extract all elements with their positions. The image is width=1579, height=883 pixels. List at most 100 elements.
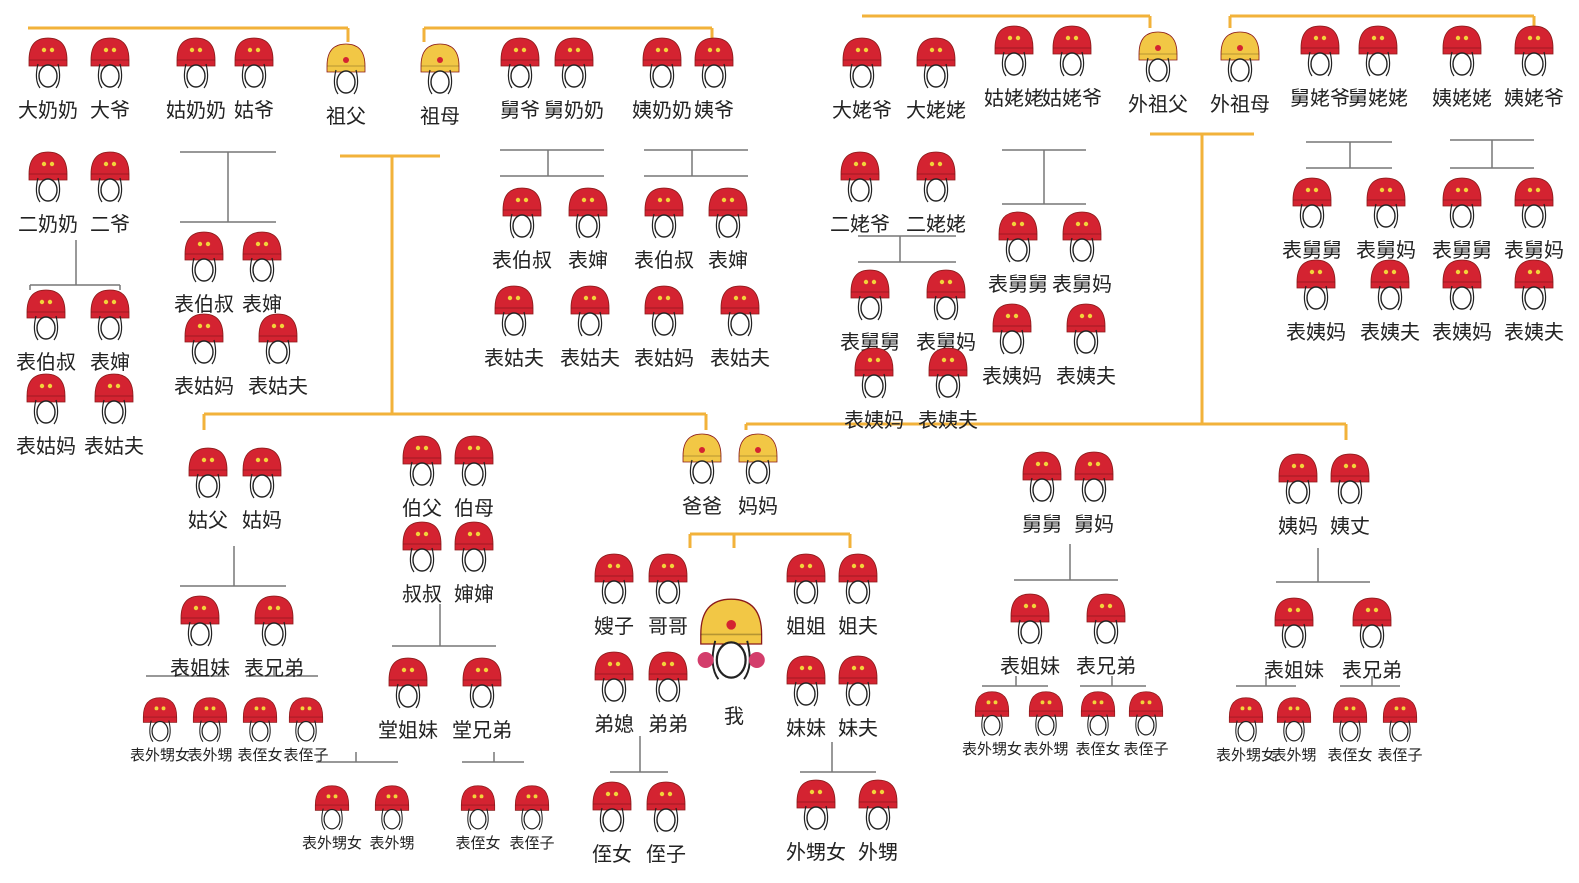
- person-label: 祖父: [296, 106, 396, 126]
- person-head-icon: [1050, 24, 1094, 80]
- person-head-icon: [191, 696, 230, 745]
- person-head-icon: [1079, 690, 1118, 739]
- person-head-icon: [182, 312, 226, 368]
- person-head-icon: [706, 186, 750, 242]
- person-label: 表侄子: [1096, 742, 1196, 757]
- person-label: 伯母: [424, 498, 524, 518]
- person-head-icon: [400, 434, 444, 490]
- person-label: 妹夫: [808, 718, 908, 738]
- person-label: 表侄子: [256, 748, 356, 763]
- person-head-icon: [696, 596, 772, 686]
- person-head-icon: [640, 36, 684, 92]
- person-head-icon: [182, 230, 226, 286]
- person-head-icon: [784, 654, 828, 710]
- person-head-icon: [1290, 176, 1334, 232]
- person-head-icon: [992, 24, 1036, 80]
- person-head-icon: [784, 552, 828, 608]
- person-label: 姨姥爷: [1484, 88, 1579, 108]
- person-label: 大爷: [60, 100, 160, 120]
- person-head-icon: [88, 288, 132, 344]
- person-head-icon: [186, 446, 230, 502]
- person-label: 表侄子: [1350, 748, 1450, 763]
- person-head-icon: [646, 650, 690, 706]
- person-label: 表婶: [212, 294, 312, 314]
- person-head-icon: [1020, 450, 1064, 506]
- person-head-icon: [840, 36, 884, 92]
- person-head-icon: [718, 284, 762, 340]
- person-head-icon: [500, 186, 544, 242]
- person-head-icon: [592, 650, 636, 706]
- person-head-icon: [1127, 690, 1166, 739]
- person-head-icon: [1331, 696, 1370, 745]
- person-head-icon: [1275, 696, 1314, 745]
- person-head-icon: [241, 696, 280, 745]
- person-head-icon: [852, 346, 896, 402]
- person-head-icon: [460, 656, 504, 712]
- person-label: 我: [684, 706, 784, 726]
- person-head-icon: [1440, 258, 1484, 314]
- person-head-icon: [848, 268, 892, 324]
- person-head-icon: [592, 552, 636, 608]
- person-head-icon: [794, 778, 838, 834]
- person-head-icon: [141, 696, 180, 745]
- person-head-icon: [1084, 592, 1128, 648]
- person-head-icon: [1512, 176, 1556, 232]
- person-label: 表兄弟: [224, 658, 324, 678]
- person-head-icon: [914, 36, 958, 92]
- person-head-icon: [644, 780, 688, 836]
- person-head-icon: [88, 36, 132, 92]
- person-head-icon: [232, 36, 276, 92]
- person-label: 二姥姥: [886, 214, 986, 234]
- person-label: 姑妈: [212, 510, 312, 530]
- person-head-icon: [418, 42, 462, 98]
- person-label: 表外甥: [342, 836, 442, 851]
- person-label: 表舅妈: [1484, 240, 1579, 260]
- person-head-icon: [736, 432, 780, 488]
- person-head-icon: [240, 230, 284, 286]
- person-label: 二爷: [60, 214, 160, 234]
- person-label: 姐夫: [808, 616, 908, 636]
- person-head-icon: [914, 150, 958, 206]
- person-head-icon: [924, 268, 968, 324]
- person-head-icon: [324, 42, 368, 98]
- person-head-icon: [400, 520, 444, 576]
- person-head-icon: [24, 288, 68, 344]
- person-label: 表姑夫: [228, 376, 328, 396]
- person-head-icon: [452, 434, 496, 490]
- person-head-icon: [1272, 596, 1316, 652]
- person-head-icon: [642, 186, 686, 242]
- person-head-icon: [1440, 176, 1484, 232]
- person-head-icon: [568, 284, 612, 340]
- person-head-icon: [973, 690, 1012, 739]
- person-head-icon: [1356, 24, 1400, 80]
- person-head-icon: [996, 210, 1040, 266]
- person-head-icon: [642, 284, 686, 340]
- person-head-icon: [1276, 452, 1320, 508]
- person-label: 表兄弟: [1322, 660, 1422, 680]
- person-head-icon: [836, 552, 880, 608]
- person-head-icon: [1064, 302, 1108, 358]
- person-label: 舅妈: [1044, 514, 1144, 534]
- person-head-icon: [498, 36, 542, 92]
- person-label: 舅奶奶: [524, 100, 624, 120]
- person-head-icon: [1294, 258, 1338, 314]
- person-head-icon: [856, 778, 900, 834]
- person-head-icon: [386, 656, 430, 712]
- person-head-icon: [1440, 24, 1484, 80]
- person-head-icon: [590, 780, 634, 836]
- person-head-icon: [459, 784, 498, 833]
- person-label: 姨爷: [664, 100, 764, 120]
- person-label: 婶婶: [424, 584, 524, 604]
- person-head-icon: [646, 552, 690, 608]
- person-head-icon: [1381, 696, 1420, 745]
- person-head-icon: [92, 372, 136, 428]
- person-head-icon: [1060, 210, 1104, 266]
- person-label: 妈妈: [708, 496, 808, 516]
- person-head-icon: [692, 36, 736, 92]
- person-head-icon: [313, 784, 352, 833]
- person-head-icon: [838, 150, 882, 206]
- person-label: 表姨夫: [1036, 366, 1136, 386]
- person-head-icon: [252, 594, 296, 650]
- person-head-icon: [240, 446, 284, 502]
- person-head-icon: [24, 372, 68, 428]
